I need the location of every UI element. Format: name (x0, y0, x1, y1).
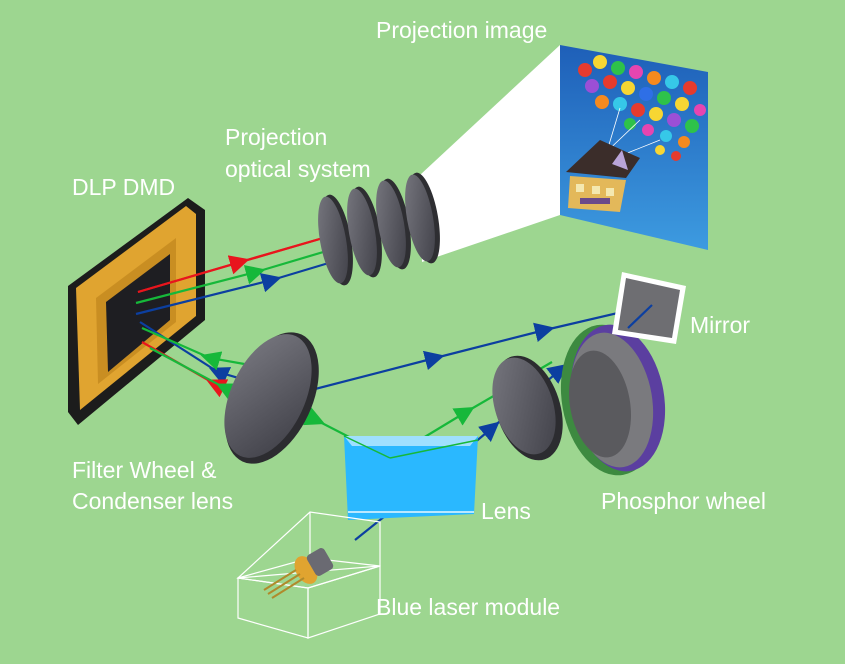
phosphor-wheel (560, 324, 666, 476)
green-beam-out (135, 248, 331, 305)
projection-light-cone (420, 45, 560, 262)
filter-wheel-condenser-lens (224, 332, 319, 464)
house (566, 107, 661, 212)
blue-laser-module-label: Blue laser module (376, 594, 561, 620)
filter-wheel-label-2: Condenser lens (72, 488, 234, 514)
red-beam-out-arrow (137, 234, 331, 294)
blue-laser-module (236, 511, 381, 639)
blue-beam-out (135, 260, 333, 316)
projection-optical-system-label-1: Projection (225, 124, 328, 150)
blue-return-beam (287, 303, 653, 398)
phosphor-wheel-label: Phosphor wheel (601, 488, 766, 514)
lens-block (343, 435, 479, 520)
projection-image (560, 45, 708, 250)
projection-optical-system-label-2: optical system (225, 156, 371, 182)
dlp-dmd-label: DLP DMD (72, 174, 176, 200)
projection-image-label: Projection image (376, 17, 548, 43)
lens-label: Lens (481, 498, 531, 524)
green-beam-in (141, 326, 251, 371)
mirror-reflect-beam (627, 304, 653, 329)
mirror-label: Mirror (690, 312, 751, 338)
dlp-dmd-chip (68, 198, 205, 425)
collimating-lens (492, 355, 563, 461)
projection-lens-group (318, 172, 440, 286)
filter-wheel-label-1: Filter Wheel & (72, 457, 217, 483)
